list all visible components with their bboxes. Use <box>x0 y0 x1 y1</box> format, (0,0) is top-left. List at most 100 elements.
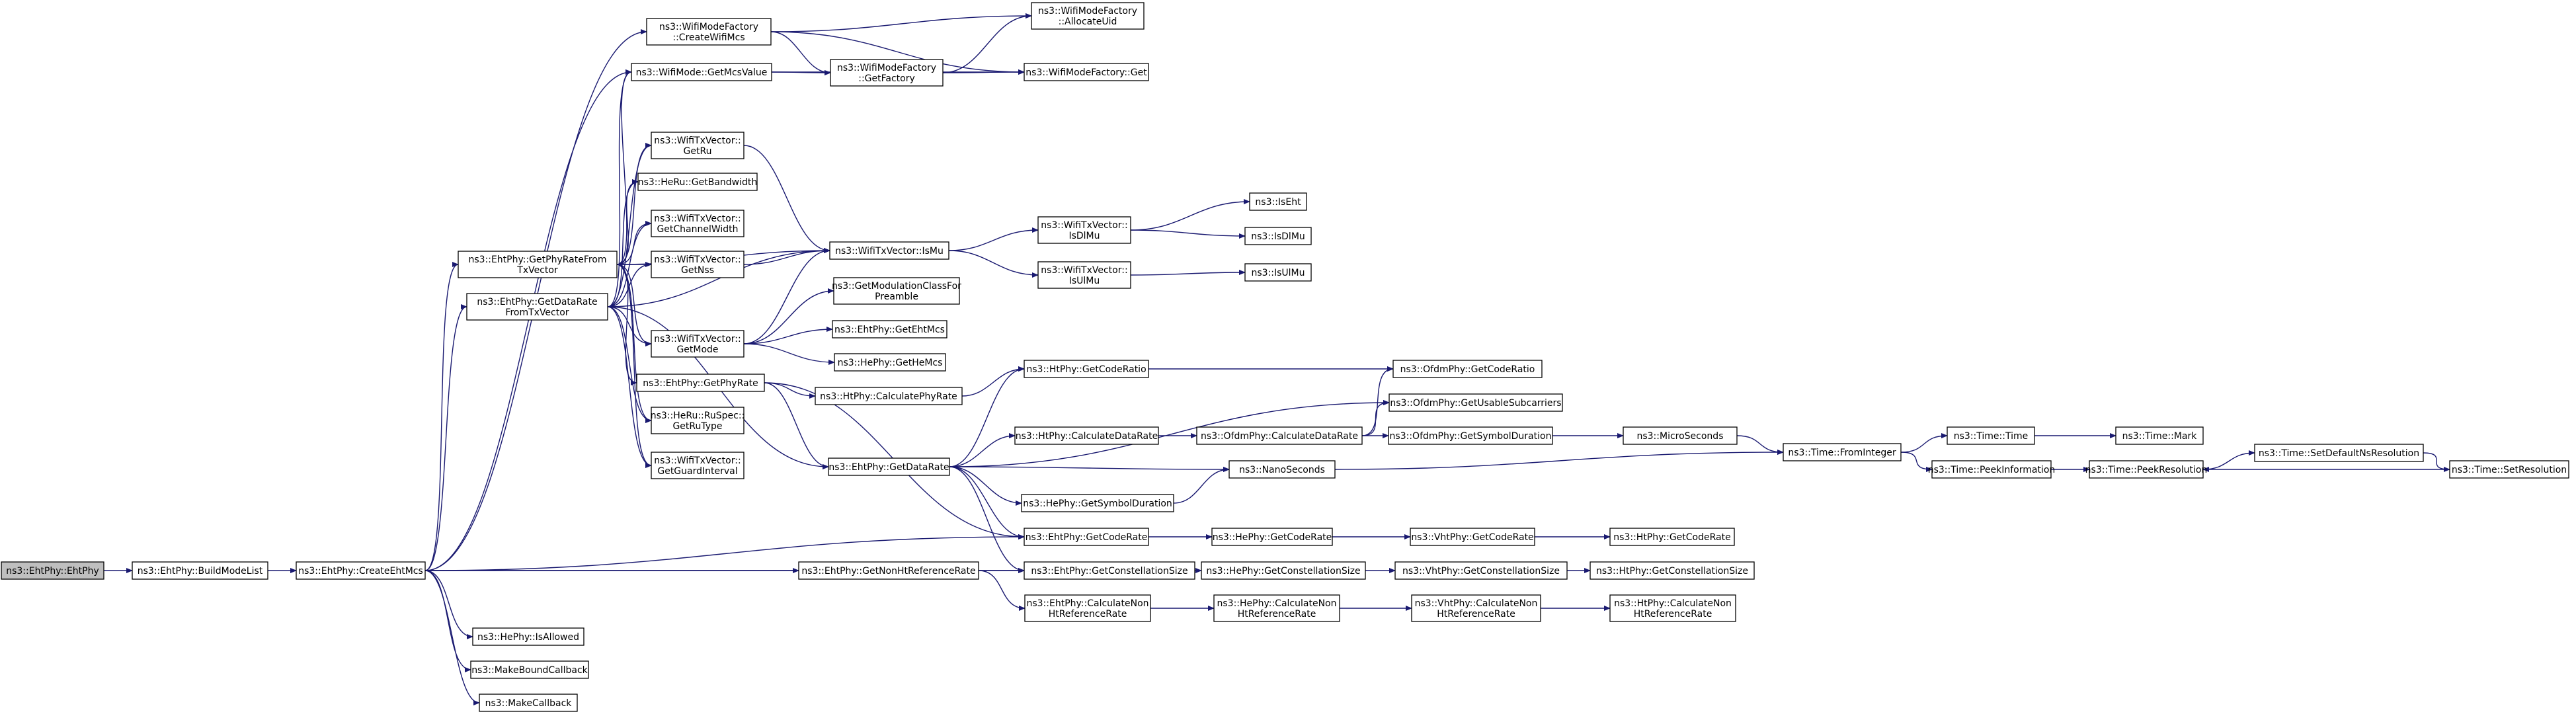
node-htphy_getcoderatio[interactable]: ns3::HtPhy::GetCodeRatio <box>1024 360 1149 378</box>
node-box <box>1590 561 1755 580</box>
node-microseconds[interactable]: ns3::MicroSeconds <box>1623 426 1738 445</box>
node-label: ::AllocateUid <box>1059 17 1117 27</box>
node-box <box>1389 393 1563 412</box>
node-gethemcs[interactable]: ns3::HePhy::GetHeMcs <box>834 353 946 372</box>
node-getmode[interactable]: ns3::WifiTxVector::GetMode <box>651 330 745 358</box>
node-ofdm_calcdatarate[interactable]: ns3::OfdmPhy::CalculateDataRate <box>1196 426 1363 445</box>
node-getmcsvalue[interactable]: ns3::WifiMode::GetMcsValue <box>631 63 772 81</box>
node-makeboundcallback[interactable]: ns3::MakeBoundCallback <box>470 660 589 679</box>
node-box <box>1024 561 1195 580</box>
edge-getdatarate-to-eht_getconst <box>949 466 1025 573</box>
node-setres[interactable]: ns3::Time::SetResolution <box>2449 460 2569 479</box>
edge-path <box>961 366 1025 397</box>
node-isdlmu[interactable]: ns3::WifiTxVector::IsDlMu <box>1037 216 1131 244</box>
edge-ofdm_calcdatarate-to-ofdm_getusable <box>1361 400 1390 436</box>
node-time_mark[interactable]: ns3::Time::Mark <box>2115 426 2204 445</box>
node-box <box>1014 426 1159 445</box>
node-box <box>1392 360 1543 378</box>
node-box <box>651 330 745 358</box>
node-ofdm_getusable[interactable]: ns3::OfdmPhy::GetUsableSubcarriers <box>1389 393 1563 412</box>
node-label: IsDlMu <box>1068 231 1100 241</box>
node-getru[interactable]: ns3::WifiTxVector::GetRu <box>651 132 745 159</box>
node-label: ns3::Time::PeekInformation <box>1928 465 2056 475</box>
edge-path <box>1900 433 1948 453</box>
node-setdefnsres[interactable]: ns3::Time::SetDefaultNsResolution <box>2254 444 2424 462</box>
node-ht_getcoderate[interactable]: ns3::HtPhy::GetCodeRate <box>1609 528 1735 546</box>
node-box <box>1201 561 1366 580</box>
node-label: ns3::Time::FromInteger <box>1788 448 1896 458</box>
node-he_getcoderate[interactable]: ns3::HePhy::GetCodeRate <box>1211 528 1333 546</box>
node-fromint[interactable]: ns3::Time::FromInteger <box>1783 443 1902 461</box>
node-getrutype[interactable]: ns3::HeRu::RuSpec::GetRuType <box>651 407 745 434</box>
node-getnonhtreferencerate[interactable]: ns3::EhtPhy::GetNonHtReferenceRate <box>798 561 979 580</box>
edge-path <box>607 179 639 307</box>
node-iseht[interactable]: ns3::IsEht <box>1249 192 1307 211</box>
node-box <box>2449 460 2569 479</box>
node-box <box>829 241 949 260</box>
node-box <box>472 627 584 646</box>
node-makecallback[interactable]: ns3::MakeCallback <box>479 694 578 712</box>
node-ismu[interactable]: ns3::WifiTxVector::IsMu <box>829 241 949 260</box>
node-wmf_get[interactable]: ns3::WifiModeFactory::Get <box>1024 63 1149 81</box>
node-getchannelwidth[interactable]: ns3::WifiTxVector::GetChannelWidth <box>651 210 745 237</box>
node-ht_getconst[interactable]: ns3::HtPhy::GetConstellationSize <box>1590 561 1755 580</box>
node-vht_getcoderate[interactable]: ns3::VhtPhy::GetCodeRate <box>1410 528 1535 546</box>
edge-peekres-to-setdefnsres <box>2202 450 2255 470</box>
node-box <box>815 387 963 405</box>
node-box <box>1244 263 1312 282</box>
node-ofdm_getcoderatio[interactable]: ns3::OfdmPhy::GetCodeRatio <box>1392 360 1543 378</box>
node-vht_getconst[interactable]: ns3::VhtPhy::GetConstellationSize <box>1394 561 1568 580</box>
node-getphyrate[interactable]: ns3::EhtPhy::GetPhyRate <box>636 374 765 392</box>
node-hephy_isallowed[interactable]: ns3::HePhy::IsAllowed <box>472 627 584 646</box>
node-isdlmu2[interactable]: ns3::IsDlMu <box>1244 227 1312 245</box>
node-label: ns3::HtPhy::CalculateDataRate <box>1016 431 1158 442</box>
node-hephy_getsymdur[interactable]: ns3::HePhy::GetSymbolDuration <box>1021 494 1174 512</box>
node-box <box>1024 594 1151 622</box>
node-getehtmcs[interactable]: ns3::EhtPhy::GetEhtMcs <box>832 320 947 338</box>
node-getguardinterval[interactable]: ns3::WifiTxVector::GetGuardInterval <box>651 452 745 479</box>
node-getbandwidth[interactable]: ns3::HeRu::GetBandwidth <box>637 173 758 191</box>
node-ofdm_getsymdur[interactable]: ns3::OfdmPhy::GetSymbolDuration <box>1388 426 1553 445</box>
edge-createehtmcs-to-makeboundcallback <box>424 570 471 672</box>
edge-path <box>770 31 831 75</box>
node-ehtphy[interactable]: ns3::EhtPhy::EhtPhy <box>1 561 104 580</box>
edge-path <box>743 327 833 344</box>
node-box <box>1031 2 1145 30</box>
node-label: ns3::WifiModeFactory <box>837 63 936 73</box>
edge-isdlmu-to-isdlmu2 <box>1130 229 1246 239</box>
node-eht_getcoderate[interactable]: ns3::EhtPhy::GetCodeRate <box>1024 528 1149 546</box>
node-getfactory[interactable]: ns3::WifiModeFactory::GetFactory <box>830 59 944 87</box>
node-isulmu2[interactable]: ns3::IsUlMu <box>1244 263 1312 282</box>
node-htphy_calcdatarate[interactable]: ns3::HtPhy::CalculateDataRate <box>1014 426 1159 445</box>
node-buildmodelist[interactable]: ns3::EhtPhy::BuildModeList <box>132 561 268 580</box>
node-createehtmcs[interactable]: ns3::EhtPhy::CreateEhtMcs <box>296 561 426 580</box>
node-nanoseconds[interactable]: ns3::NanoSeconds <box>1228 460 1336 479</box>
edge-path <box>607 69 632 307</box>
node-he_getconst[interactable]: ns3::HePhy::GetConstellationSize <box>1201 561 1366 580</box>
node-box <box>1783 443 1902 461</box>
node-time_time[interactable]: ns3::Time::Time <box>1947 426 2035 445</box>
node-label: ns3::EhtPhy::GetPhyRateFrom <box>468 255 606 265</box>
node-getdatarate[interactable]: ns3::EhtPhy::GetDataRate <box>828 457 950 476</box>
node-isulmu[interactable]: ns3::WifiTxVector::IsUlMu <box>1037 261 1131 289</box>
node-allocateuid[interactable]: ns3::WifiModeFactory::AllocateUid <box>1031 2 1145 30</box>
node-peekres[interactable]: ns3::Time::PeekResolution <box>2085 460 2208 479</box>
node-htphy_calcphyrate[interactable]: ns3::HtPhy::CalculatePhyRate <box>815 387 963 405</box>
node-eht_getconst[interactable]: ns3::EhtPhy::GetConstellationSize <box>1024 561 1195 580</box>
node-peekinfo[interactable]: ns3::Time::PeekInformation <box>1928 460 2056 479</box>
edge-ismu-to-isdlmu <box>948 227 1039 251</box>
node-label: ns3::EhtPhy::GetConstellationSize <box>1031 566 1187 577</box>
node-createwifimcs[interactable]: ns3::WifiModeFactory::CreateWifiMcs <box>646 18 772 46</box>
edge-path <box>616 179 639 265</box>
node-getnss[interactable]: ns3::WifiTxVector::GetNss <box>651 251 745 278</box>
node-label: ::GetFactory <box>858 73 915 84</box>
node-label: FromTxVector <box>505 307 569 318</box>
edge-path <box>1130 229 1246 239</box>
